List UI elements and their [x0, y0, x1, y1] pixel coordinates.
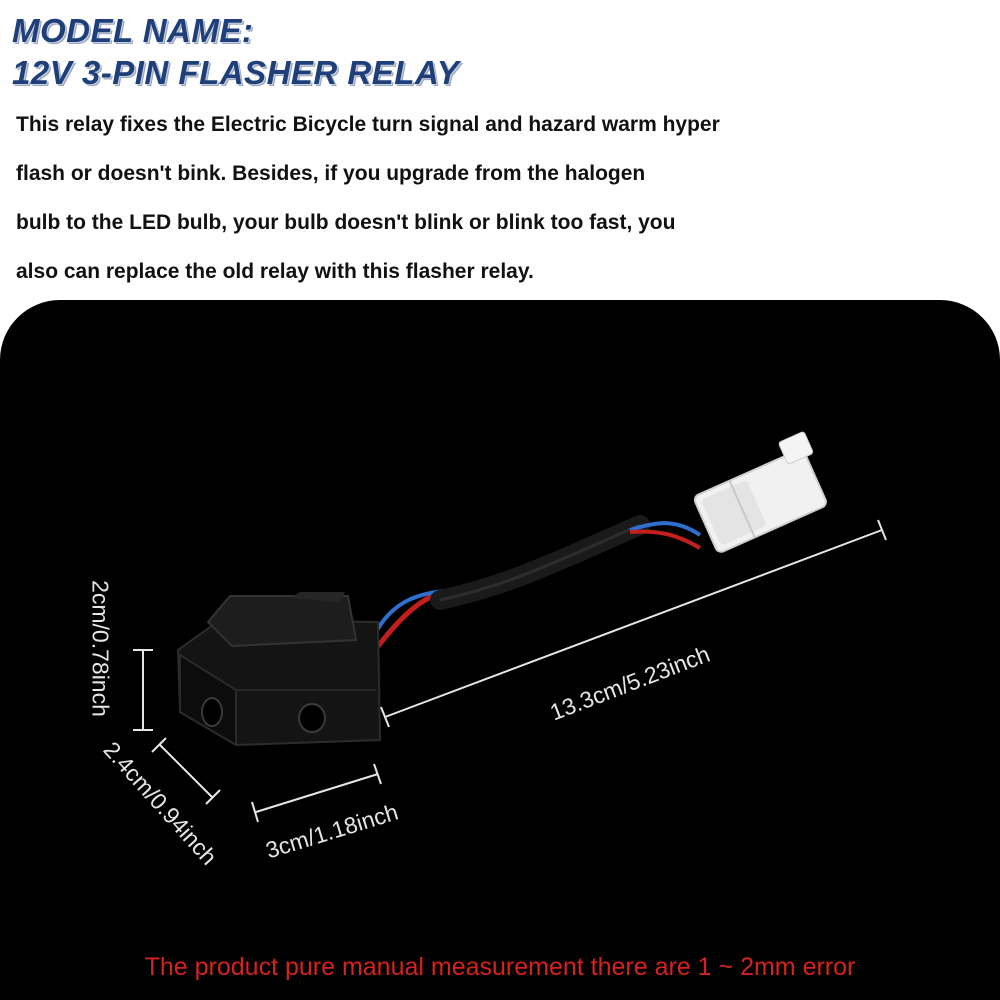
product-photo-panel: 2cm/0.78inch 2.4cm/0.94inch 3cm/1.18inch… [0, 300, 1000, 1000]
height-dimension-label: 2cm/0.78inch [87, 580, 114, 717]
description-line: flash or doesn't bink. Besides, if you u… [16, 162, 646, 185]
model-label: MODEL NAME: [12, 12, 254, 49]
description-line: bulb to the LED bulb, your bulb doesn't … [16, 211, 676, 234]
cable-wires [370, 515, 702, 652]
relay-box [176, 592, 382, 747]
description-line: This relay fixes the Electric Bicycle tu… [16, 113, 720, 136]
flasher-relay-illustration [133, 431, 887, 823]
model-name: 12V 3-PIN FLASHER RELAY [12, 54, 460, 91]
description: This relay fixes the Electric Bicycle tu… [16, 100, 976, 296]
measurement-note: The product pure manual measurement ther… [144, 953, 856, 981]
dimension-lines [133, 519, 887, 823]
description-line: also can replace the old relay with this… [16, 260, 534, 283]
white-connector [693, 431, 827, 553]
